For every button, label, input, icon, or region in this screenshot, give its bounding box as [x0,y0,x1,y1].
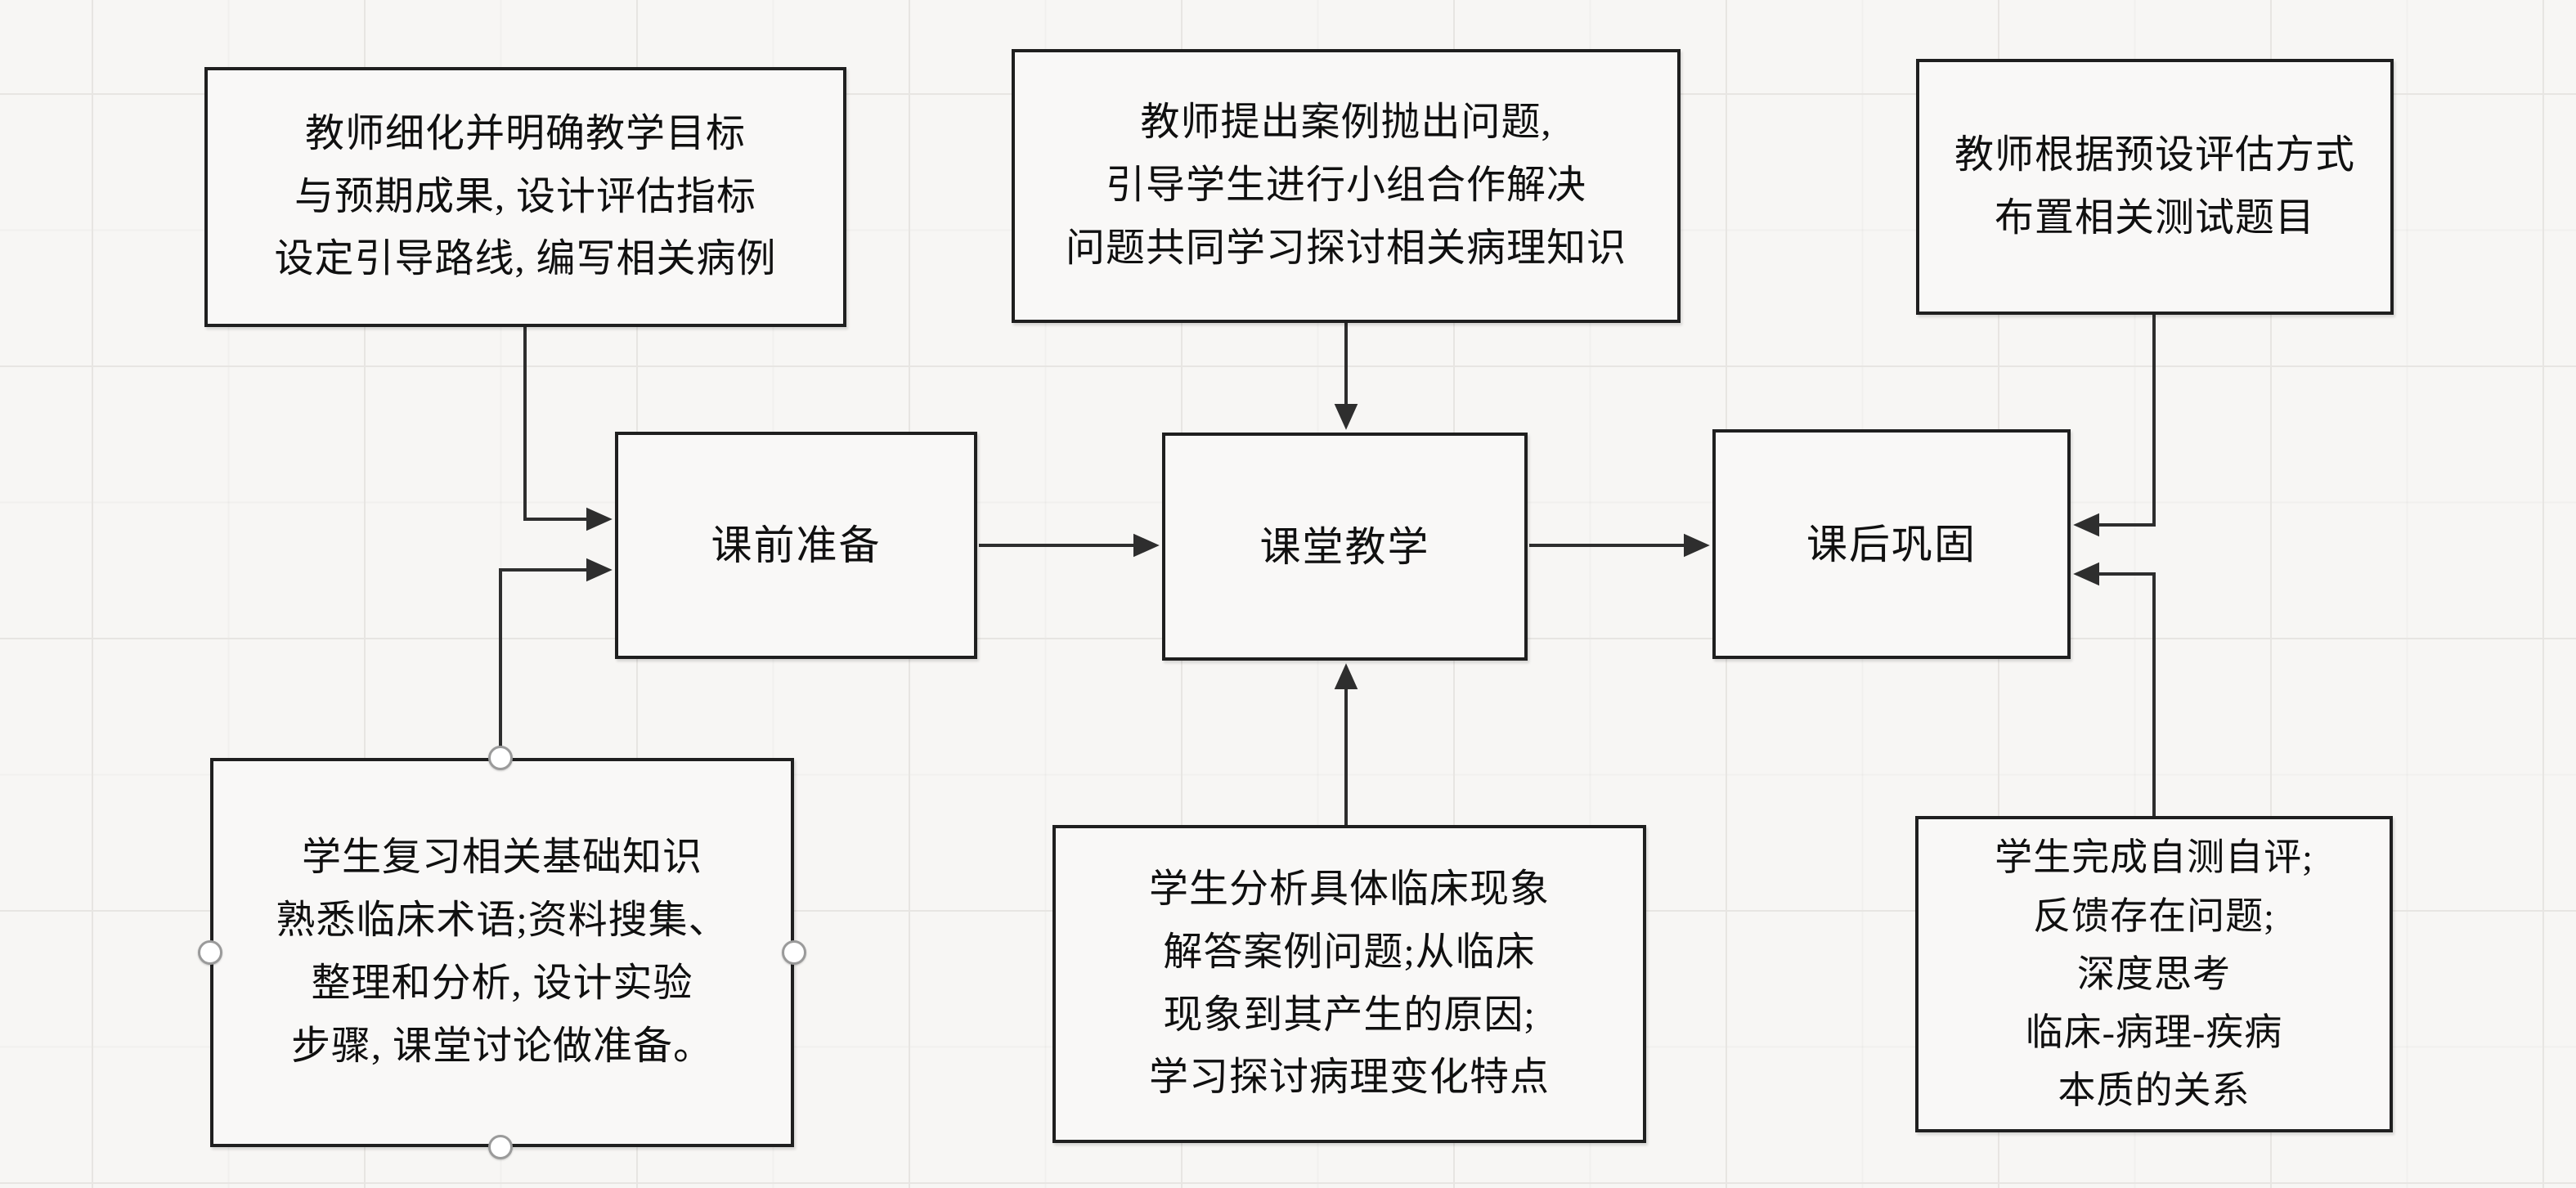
selection-handle-left[interactable] [198,940,222,965]
flow-box-text-line: 临床-病理-疾病 [2025,1011,2283,1054]
flow-box-text-line: 反馈存在问题; [2033,894,2275,937]
flow-box-text-line: 设定引导路线, 编写相关病例 [274,237,777,281]
connector-student-after-to-stage-after[interactable] [2073,562,2156,816]
flow-box-stage-before-class[interactable]: 课前准备 [615,432,977,659]
flow-box-text-line: 教师根据预设评估方式 [1954,132,2355,177]
connector-student-prep-to-stage-before[interactable] [499,558,613,758]
flow-box-text-line: 解答案例问题;从临床 [1163,930,1536,974]
flow-box-student-classroom[interactable]: 学生分析具体临床现象 解答案例问题;从临床 现象到其产生的原因; 学习探讨病理变… [1052,825,1646,1143]
selection-handle-right[interactable] [782,940,806,965]
flow-box-teacher-after-class[interactable]: 教师根据预设评估方式 布置相关测试题目 [1916,59,2394,315]
flow-box-text-line: 与预期成果, 设计评估指标 [294,174,756,218]
flow-box-text-line: 深度思考 [2077,953,2231,995]
flow-box-teacher-classroom[interactable]: 教师提出案例抛出问题, 引导学生进行小组合作解决 问题共同学习探讨相关病理知识 [1012,49,1681,323]
flow-box-text-line: 引导学生进行小组合作解决 [1105,164,1586,208]
flow-box-text-line: 学生复习相关基础知识 [301,836,702,880]
connector-teacher-prep-to-stage-before[interactable] [523,325,613,531]
flow-box-text-line: 本质的关系 [2058,1069,2251,1112]
flow-box-text-line: 学生分析具体临床现象 [1148,867,1550,911]
flow-box-text-line: 整理和分析, 设计实验 [311,962,693,1005]
flow-box-text-line: 学习探讨病理变化特点 [1148,1056,1550,1100]
flow-box-text-line: 熟悉临床术语;资料搜集、 [276,899,729,943]
flow-box-student-preparation[interactable]: 学生复习相关基础知识 熟悉临床术语;资料搜集、 整理和分析, 设计实验 步骤, … [210,758,794,1147]
selection-handle-bottom[interactable] [488,1135,513,1159]
flow-box-student-after-class[interactable]: 学生完成自测自评; 反馈存在问题; 深度思考 临床-病理-疾病 本质的关系 [1915,816,2393,1132]
flow-box-text-line: 教师提出案例抛出问题, [1140,101,1552,145]
flow-box-text-line: 现象到其产生的原因; [1163,993,1536,1037]
flow-box-text-line: 布置相关测试题目 [1994,195,2315,240]
flow-box-text-line: 步骤, 课堂讨论做准备。 [290,1024,713,1068]
selection-handle-top[interactable] [488,746,513,770]
flow-box-teacher-preparation[interactable]: 教师细化并明确教学目标 与预期成果, 设计评估指标 设定引导路线, 编写相关病例 [204,67,846,327]
flow-box-text-line: 教师细化并明确教学目标 [304,111,746,155]
flow-box-text-line: 问题共同学习探讨相关病理知识 [1065,226,1627,270]
stage-label: 课前准备 [711,522,882,568]
flow-box-stage-classroom-teaching[interactable]: 课堂教学 [1162,433,1528,661]
stage-label: 课后巩固 [1806,521,1977,567]
flow-box-text-line: 学生完成自测自评; [1995,836,2313,879]
flow-box-stage-after-class[interactable]: 课后巩固 [1712,429,2071,659]
stage-label: 课堂教学 [1259,523,1430,570]
connector-teacher-after-to-stage-after[interactable] [2073,313,2156,537]
